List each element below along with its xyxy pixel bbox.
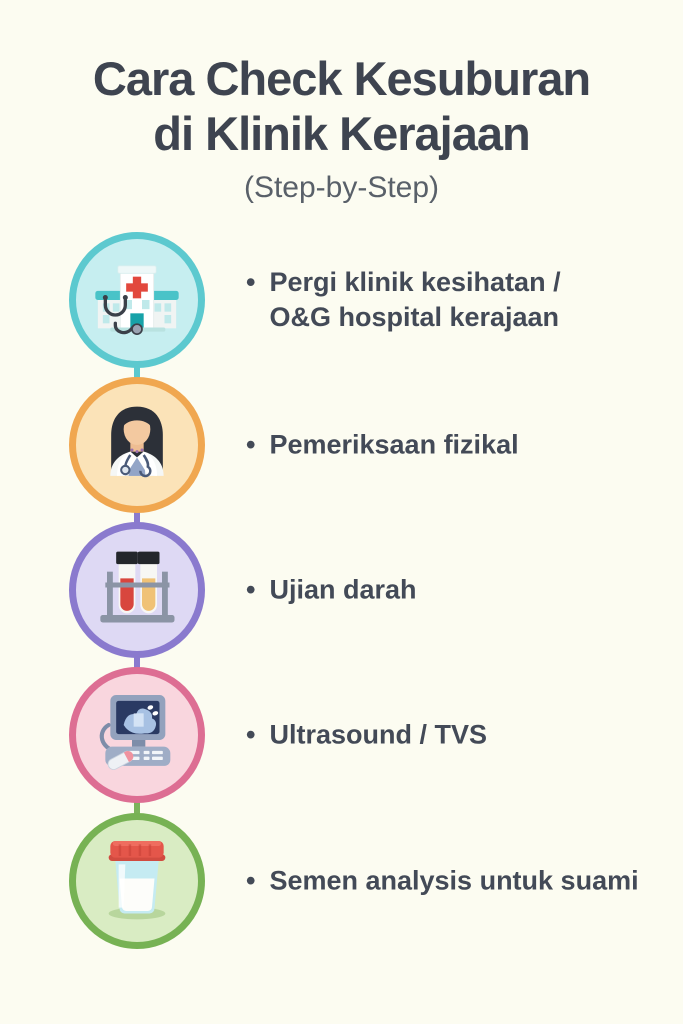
doctor-icon — [110, 406, 164, 478]
step-text-line: Ujian darah — [269, 574, 417, 605]
ultrasound-icon-badge — [69, 667, 205, 803]
bullet-icon: • — [246, 865, 256, 896]
step-row-clinic: • Pergi klinik kesihatan / O&G hospital … — [0, 232, 683, 388]
step-text-block: • Pergi klinik kesihatan / O&G hospital … — [246, 265, 561, 335]
step-row-physical-exam: • Pemeriksaan fizikal — [0, 377, 683, 533]
page-title-line2: di Klinik Kerajaan — [153, 106, 530, 160]
bullet-icon: • — [246, 429, 256, 460]
connector-line — [134, 785, 140, 823]
bullet-icon: • — [246, 267, 256, 297]
step-text-line: Pergi klinik kesihatan / — [269, 267, 561, 297]
step-text-line: Pemeriksaan fizikal — [269, 429, 519, 460]
step-row-semen-analysis: • Semen analysis untuk suami — [0, 813, 683, 949]
hospital-icon — [95, 265, 179, 335]
ultrasound-icon — [99, 695, 171, 770]
step-text-line: Ultrasound / TVS — [269, 719, 487, 750]
step-text-block: • Ultrasound / TVS — [246, 718, 487, 753]
specimen-cup-icon-badge — [69, 813, 205, 949]
test-tubes-icon-badge — [69, 522, 205, 658]
connector-line — [134, 495, 140, 533]
step-text-block: • Ujian darah — [246, 573, 417, 608]
step-text-block: • Semen analysis untuk suami — [246, 864, 639, 899]
connector-line — [134, 350, 140, 388]
hospital-icon-badge — [69, 232, 205, 368]
step-text-block: • Pemeriksaan fizikal — [246, 428, 519, 463]
doctor-icon-badge — [69, 377, 205, 513]
step-row-ultrasound: • Ultrasound / TVS — [0, 667, 683, 823]
connector-line — [134, 640, 140, 678]
specimen-cup-icon — [108, 841, 166, 920]
step-text-line: Semen analysis untuk suami — [269, 865, 639, 896]
page-title: Cara Check Kesuburan di Klinik Kerajaan — [0, 0, 683, 161]
step-row-blood-test: • Ujian darah — [0, 522, 683, 678]
step-text-line: O&G hospital kerajaan — [269, 302, 560, 332]
test-tubes-icon — [100, 551, 175, 623]
bullet-icon: • — [246, 719, 256, 750]
bullet-icon: • — [246, 574, 256, 605]
page-title-line1: Cara Check Kesuburan — [92, 52, 591, 105]
page-subtitle: (Step-by-Step) — [243, 171, 440, 205]
